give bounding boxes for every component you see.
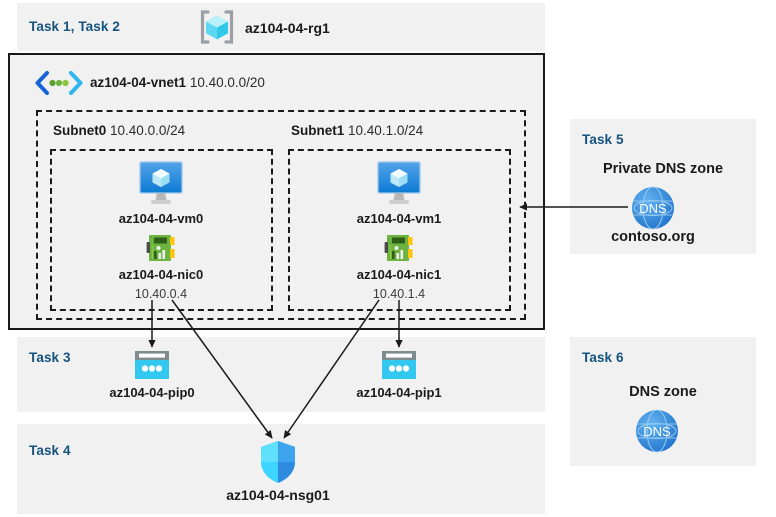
virtual-machine-icon [373, 160, 425, 206]
resource-group-icon [197, 9, 237, 45]
virtual-machine-icon [135, 160, 187, 206]
dns-zone-icon: DNS [634, 408, 680, 454]
network-interface-icon [384, 232, 416, 264]
virtual-network-cidr: 10.40.0.0/20 [189, 75, 265, 90]
virtual-network-header: az104-04-vnet1 10.40.0.0/20 [90, 75, 265, 90]
subnet0-box [50, 149, 273, 311]
task-label-private-dns: Task 5 [582, 132, 624, 147]
subnet0-header: Subnet0 10.40.0.0/24 [53, 123, 185, 138]
nic1-name: az104-04-nic1 [356, 267, 442, 282]
subnet1-name: Subnet1 [291, 123, 345, 138]
network-interface-icon [146, 232, 178, 264]
pip1-name: az104-04-pip1 [356, 385, 442, 400]
virtual-network-panel [8, 53, 545, 330]
subnet0-cidr: 10.40.0.0/24 [110, 123, 186, 138]
resource-group-name: az104-04-rg1 [245, 20, 330, 36]
vm1-name: az104-04-vm1 [356, 211, 442, 226]
public-dns-heading: DNS zone [629, 384, 697, 400]
subnet1-cidr: 10.40.1.0/24 [348, 123, 424, 138]
private-dns-panel [570, 119, 756, 254]
public-ip-icon [134, 350, 170, 380]
dns-icon-text: DNS [639, 201, 667, 216]
nic0-ip: 10.40.0.4 [134, 287, 188, 301]
virtual-network-icon [34, 70, 84, 96]
task-label-resource-group: Task 1, Task 2 [29, 19, 120, 34]
subnets-container [36, 110, 526, 320]
task-label-public-dns: Task 6 [582, 350, 624, 365]
pip0-name: az104-04-pip0 [109, 385, 195, 400]
subnet0-name: Subnet0 [53, 123, 107, 138]
vm0-name: az104-04-vm0 [118, 211, 204, 226]
dns-zone-icon: DNS [630, 185, 676, 231]
network-security-group-icon [259, 440, 297, 484]
resource-group-panel [17, 3, 545, 51]
nsg-name: az104-04-nsg01 [226, 487, 330, 503]
public-ip-panel [17, 337, 545, 412]
task-label-public-ip: Task 3 [29, 350, 71, 365]
virtual-network-name: az104-04-vnet1 [90, 75, 187, 90]
task-label-nsg: Task 4 [29, 443, 71, 458]
nic1-ip: 10.40.1.4 [372, 287, 426, 301]
dns-icon-text: DNS [643, 424, 671, 439]
nic0-name: az104-04-nic0 [118, 267, 204, 282]
public-ip-icon [381, 350, 417, 380]
private-dns-heading: Private DNS zone [602, 161, 724, 177]
subnet1-header: Subnet1 10.40.1.0/24 [291, 123, 423, 138]
private-dns-name: contoso.org [611, 229, 695, 245]
